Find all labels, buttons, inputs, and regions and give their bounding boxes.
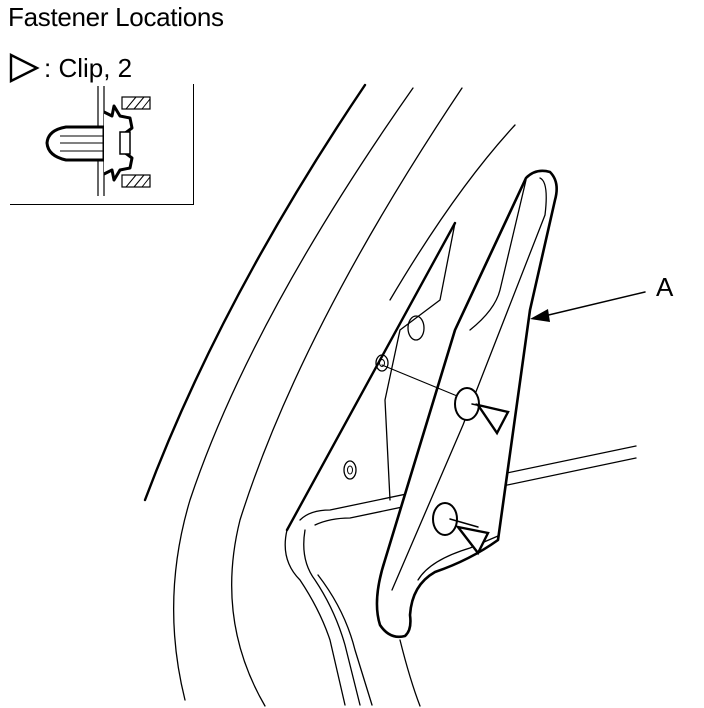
callout-a: A — [656, 272, 674, 302]
clip-marker-1 — [475, 403, 510, 436]
clip-marker-2 — [455, 525, 490, 556]
fastener-legend: : Clip, 2 — [8, 52, 132, 84]
clip-detail-drawing — [45, 86, 151, 196]
legend-label: : Clip, 2 — [44, 52, 133, 83]
triangle-outline-right-icon — [9, 53, 40, 83]
clip-detail-inset — [10, 84, 194, 205]
page-title: Fastener Locations — [8, 2, 224, 32]
